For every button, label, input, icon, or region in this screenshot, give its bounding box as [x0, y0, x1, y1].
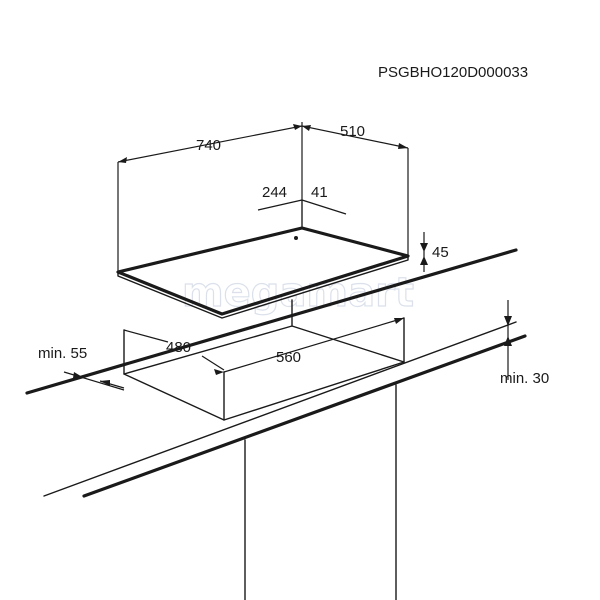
- arrow-510-right: [398, 143, 408, 149]
- dim-480-line-b: [201, 355, 225, 371]
- arrow-45-bottom: [420, 256, 428, 265]
- watermark-text: megamart: [182, 270, 414, 316]
- hob-base: [117, 255, 409, 319]
- dim-480-line-a: [123, 329, 169, 343]
- worktop-front-edge: [82, 334, 527, 498]
- watermark: megamart: [181, 269, 414, 316]
- dim-510-line: [301, 125, 409, 149]
- label-480: 480: [166, 339, 191, 356]
- label-min-30: min. 30: [500, 370, 549, 387]
- arrow-510-left: [302, 125, 311, 131]
- dimension-labels: 740 510 244 41 45 480 560 min. 55 min. 3…: [38, 123, 549, 387]
- worktop-back-edge: [25, 248, 518, 395]
- label-41: 41: [311, 184, 328, 201]
- label-740: 740: [196, 137, 221, 154]
- dim-740-line: [117, 125, 303, 163]
- dim-244-line: [257, 199, 303, 211]
- hob-marker: [294, 236, 298, 240]
- arrow-min30-bottom: [504, 336, 512, 346]
- arrow-740-right: [293, 124, 302, 130]
- arrow-560-left: [214, 369, 224, 375]
- label-min-55: min. 55: [38, 345, 87, 362]
- arrow-min55-top: [73, 372, 84, 378]
- arrow-560-right: [394, 318, 404, 324]
- label-560: 560: [276, 349, 301, 366]
- arrow-740-left: [118, 157, 127, 163]
- label-45: 45: [432, 244, 449, 261]
- dim-41-line: [301, 199, 347, 215]
- arrow-min30-top: [504, 316, 512, 326]
- dim-min55-line-b: [99, 380, 125, 389]
- cutout: [123, 299, 405, 421]
- label-244: 244: [262, 184, 287, 201]
- label-510: 510: [340, 123, 365, 140]
- worktop: [25, 248, 527, 600]
- hob: [116, 122, 410, 319]
- dim-560-line: [223, 317, 405, 373]
- worktop-top-line: [43, 321, 517, 497]
- product-code: PSGBHO120D000033: [378, 64, 528, 81]
- arrow-45-top: [420, 243, 428, 252]
